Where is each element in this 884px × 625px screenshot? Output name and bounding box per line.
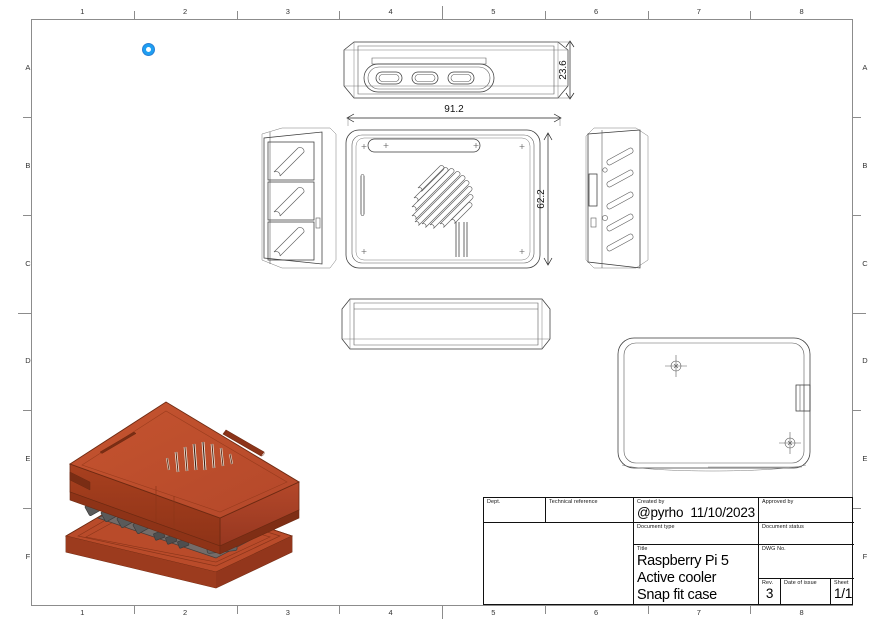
column-label-8: 8	[799, 608, 804, 617]
created-by-label: Created by	[637, 499, 665, 505]
row-label-F: F	[862, 552, 868, 562]
dwg-no-label: DWG No.	[762, 546, 786, 552]
column-tick	[750, 11, 752, 19]
column-label-3: 3	[285, 7, 291, 16]
left-side-view	[248, 126, 342, 272]
right-side-view	[578, 126, 658, 272]
column-tick	[133, 606, 135, 614]
row-label-E: E	[862, 454, 868, 464]
title-line-3: Snap fit case	[637, 586, 717, 603]
centre-mark-top	[442, 6, 443, 19]
dept-label: Dept.	[487, 499, 501, 505]
dimension-value-62-2: 62.2	[536, 189, 547, 209]
rear-elevation-view	[338, 295, 554, 355]
column-tick	[236, 11, 238, 19]
title-label: Title	[637, 546, 648, 552]
column-label-1: 1	[80, 608, 85, 617]
created-by-value: @pyrho	[637, 504, 684, 520]
row-tick	[23, 214, 31, 216]
column-tick	[647, 606, 649, 614]
title-block-approved-by-cell: Approved by	[759, 498, 854, 523]
date-of-issue-label: Date of issue	[784, 580, 817, 586]
centre-mark-right	[853, 312, 866, 314]
dimension-value-23-6: 23.6	[558, 60, 569, 80]
centre-mark-left	[18, 312, 31, 314]
title-block-document-type-cell: Document type	[634, 523, 759, 545]
sheet-label: Sheet	[834, 580, 849, 586]
column-label-4: 4	[388, 608, 393, 617]
column-label-6: 6	[593, 7, 599, 16]
rev-label: Rev.	[762, 580, 774, 586]
centre-mark-bottom	[442, 606, 443, 619]
column-tick	[236, 606, 238, 614]
column-label-1: 1	[80, 7, 85, 16]
document-status-label: Document status	[762, 524, 804, 530]
column-label-2: 2	[182, 608, 188, 617]
column-tick	[339, 11, 341, 19]
column-label-5: 5	[491, 608, 496, 617]
column-tick	[544, 11, 546, 19]
column-tick	[339, 606, 341, 614]
row-label-C: C	[862, 258, 868, 268]
title-block-title-cell: Title Raspberry Pi 5 Active cooler Snap …	[634, 545, 759, 605]
row-tick	[23, 116, 31, 118]
row-tick	[853, 116, 861, 118]
sheet-value: 1/1	[834, 585, 853, 601]
title-line-2: Active cooler	[637, 569, 717, 586]
row-tick	[23, 508, 31, 510]
title-block-sheet-cell: Sheet 1/1	[831, 579, 854, 605]
row-tick	[853, 214, 861, 216]
row-label-A: A	[862, 62, 868, 72]
rev-value: 3	[765, 585, 774, 601]
created-date-value: 11/10/2023	[690, 504, 755, 520]
title-line-1: Raspberry Pi 5	[637, 552, 729, 569]
title-block-dwg-no-cell: DWG No.	[759, 545, 854, 579]
title-block-rev-cell: Rev. 3	[759, 579, 781, 605]
row-label-C: C	[25, 258, 31, 268]
column-tick	[750, 606, 752, 614]
column-label-4: 4	[388, 7, 393, 16]
column-tick	[133, 11, 135, 19]
column-label-2: 2	[182, 7, 188, 16]
top-plan-view	[342, 126, 544, 272]
isometric-3d-model	[56, 386, 324, 591]
technical-reference-label: Technical reference	[549, 499, 598, 505]
row-label-F: F	[25, 552, 31, 562]
title-block: Dept. Technical reference Created by @py…	[483, 497, 854, 605]
title-block-dept-cell: Dept.	[484, 498, 546, 523]
column-tick	[544, 606, 546, 614]
row-label-D: D	[25, 356, 31, 366]
row-tick	[853, 410, 861, 412]
title-block-technical-reference-cell: Technical reference	[546, 498, 634, 523]
column-label-5: 5	[491, 7, 496, 16]
title-block-date-of-issue-cell: Date of issue	[781, 579, 831, 605]
title-block-created-by-cell: Created by @pyrho 11/10/2023	[634, 498, 759, 523]
row-label-B: B	[25, 160, 31, 170]
column-tick	[647, 11, 649, 19]
row-label-E: E	[25, 454, 31, 464]
column-label-6: 6	[593, 608, 599, 617]
title-block-document-status-cell: Document status	[759, 523, 854, 545]
document-type-label: Document type	[637, 524, 675, 530]
column-label-7: 7	[696, 608, 702, 617]
approved-by-label: Approved by	[762, 499, 794, 505]
row-label-D: D	[862, 356, 868, 366]
column-label-7: 7	[696, 7, 702, 16]
drawing-frame-border	[31, 19, 853, 606]
column-label-3: 3	[285, 608, 291, 617]
pointer-marker-icon	[143, 44, 154, 55]
row-label-A: A	[25, 62, 31, 72]
dimension-value-91-2: 91.2	[444, 104, 464, 115]
row-tick	[23, 410, 31, 412]
dimension-depth-62-2: 62.2	[530, 126, 570, 272]
row-label-B: B	[862, 160, 868, 170]
dimension-width-91-2: 91.2	[336, 96, 576, 128]
front-elevation-view	[336, 36, 576, 116]
row-tick	[853, 508, 861, 510]
title-block-blank-cell	[484, 523, 634, 605]
dimension-height-23-6: 23.6	[548, 36, 588, 116]
column-label-8: 8	[799, 7, 804, 16]
bottom-plan-view	[612, 333, 818, 479]
